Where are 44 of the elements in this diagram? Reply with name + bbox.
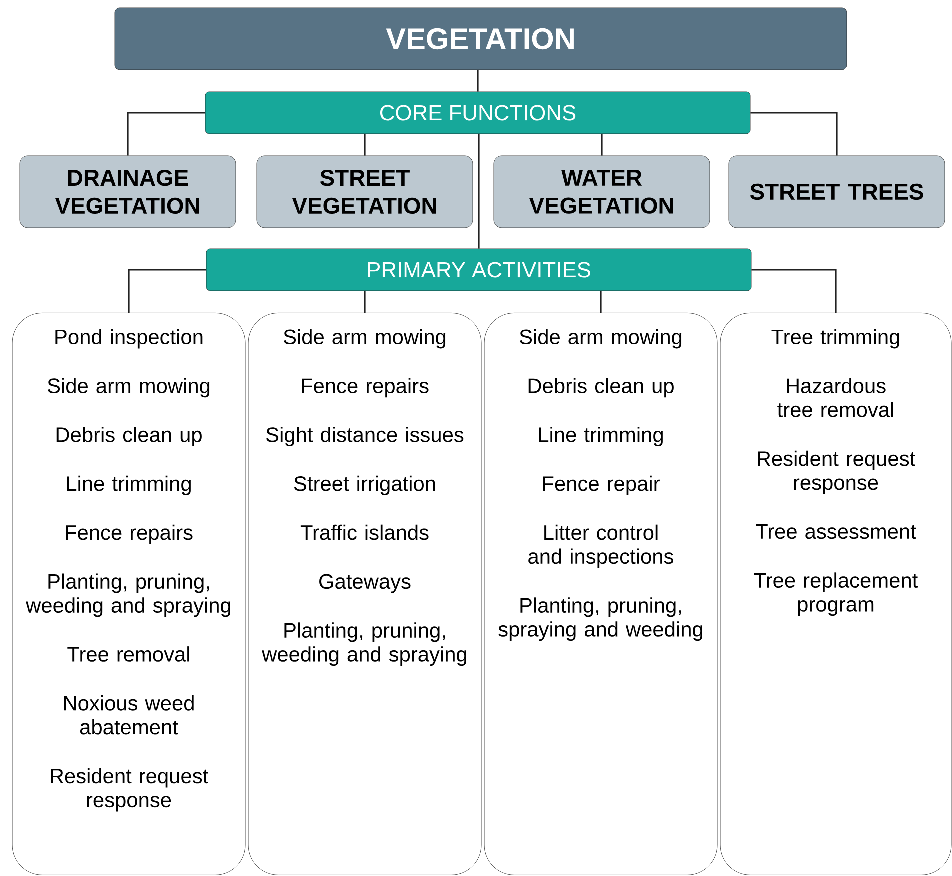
- activity-text: Resident request response: [758, 450, 916, 494]
- activity-text: Line trimming: [539, 427, 663, 447]
- connector-line: [477, 70, 479, 92]
- activity-text: Fence repairs: [66, 524, 193, 544]
- activity-text: Traffic islands: [300, 524, 429, 540]
- connector-line: [601, 134, 603, 156]
- activity-text: Side arm mowing: [284, 329, 446, 349]
- activity-text: Resident request response: [51, 768, 208, 812]
- activity-text: Tree trimming: [772, 329, 900, 349]
- section-band: CORE FUNCTIONS: [205, 92, 751, 134]
- activity-text: Planting, pruning, weeding and spraying: [26, 574, 231, 618]
- activity-text: Planting, pruning, weeding and spraying: [262, 622, 467, 666]
- category-box: STREET VEGETATION: [256, 156, 474, 228]
- activity-text: Fence repairs: [302, 378, 429, 398]
- category-box: WATER VEGETATION: [494, 156, 710, 228]
- activity-text: Debris clean up: [528, 378, 674, 398]
- activity-text: Tree replacement program: [754, 572, 918, 616]
- activity-text: Hazardous tree removal: [778, 378, 894, 418]
- activity-text: Fence repair: [543, 476, 660, 496]
- activity-text: Tree assessment: [756, 524, 916, 540]
- activity-text: Tree removal: [68, 646, 190, 662]
- connector-line: [128, 269, 206, 313]
- connector-line: [600, 291, 602, 313]
- activity-text: Sight distance issues: [266, 427, 464, 447]
- category-box: STREET TREES: [728, 156, 946, 228]
- activity-text: Pond inspection: [56, 329, 203, 349]
- activity-text: Side arm mowing: [48, 378, 210, 398]
- activity-text: Street irrigation: [294, 476, 436, 496]
- section-band: PRIMARY ACTIVITIES: [206, 248, 752, 292]
- connector-line: [750, 112, 838, 156]
- activity-text: Litter control and inspections: [528, 524, 674, 568]
- title-box: VEGETATION: [114, 8, 848, 70]
- activity-text: Planting, pruning, spraying and weeding: [498, 598, 703, 642]
- connector-line: [127, 112, 206, 156]
- activity-text: Gateways: [320, 574, 411, 594]
- activity-text: Line trimming: [67, 476, 191, 496]
- category-box: DRAINAGE VEGETATION: [20, 156, 236, 228]
- connector-line: [364, 291, 366, 313]
- connector-line: [478, 134, 480, 249]
- connector-line: [752, 269, 837, 313]
- activity-text: Side arm mowing: [520, 329, 682, 349]
- activity-text: Noxious weed abatement: [64, 695, 194, 735]
- connector-line: [364, 134, 366, 156]
- activity-text: Debris clean up: [56, 427, 202, 447]
